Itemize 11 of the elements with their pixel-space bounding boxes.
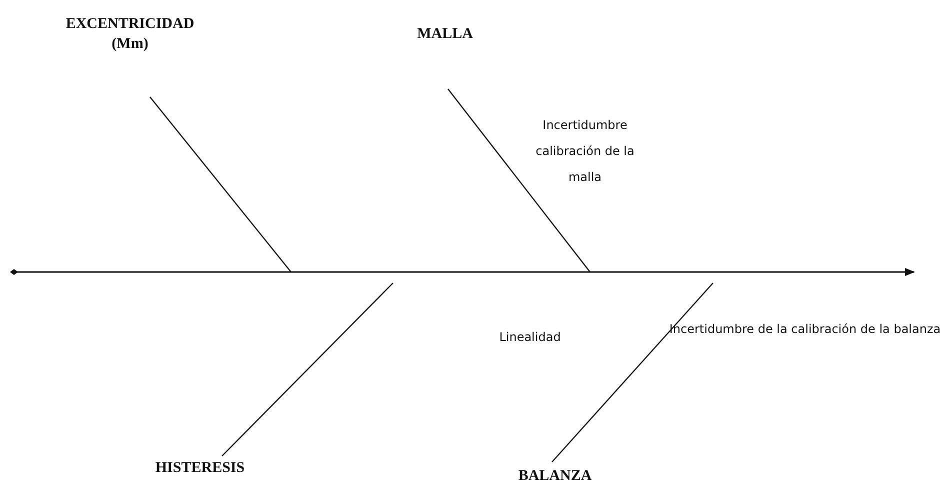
- cause-category-label: BALANZA: [517, 467, 593, 483]
- sub-cause-label: Incertidumbre calibración de la malla: [534, 117, 636, 186]
- cause-bone-line: [448, 88, 590, 272]
- cause-category-label: HISTERESIS: [154, 459, 246, 478]
- cause-category-label: MALLA: [416, 25, 474, 44]
- sub-cause-label: Incertidumbre de la calibración de la balanza: [668, 321, 942, 338]
- sub-cause-label: Linealidad: [498, 329, 562, 346]
- cause-bone-line: [150, 96, 292, 272]
- cause-bone-line: [222, 282, 394, 456]
- cause-bone-line: [552, 282, 714, 462]
- cause-category-label: EXCENTRICIDAD (Mm): [64, 15, 196, 54]
